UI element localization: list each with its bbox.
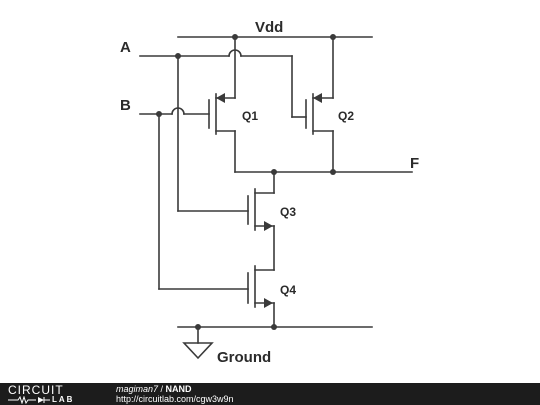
ground-icon <box>182 326 214 360</box>
input-a-label: A <box>120 39 131 56</box>
logo-text-circuit: CIRCUIT <box>8 383 64 397</box>
credit-line: magiman7 / NAND <box>116 384 192 394</box>
vdd-label: Vdd <box>255 19 283 36</box>
input-b-label: B <box>120 97 131 114</box>
author-link[interactable]: magiman7 <box>116 384 159 394</box>
input-a-wire <box>139 49 293 212</box>
junction-dot <box>330 34 336 40</box>
transistor-q3 <box>177 188 275 271</box>
footer-bar: CIRCUIT LAB magiman7 / NAND http://circu… <box>0 383 540 405</box>
logo-text-lab: LAB <box>52 395 75 404</box>
q4-label: Q4 <box>280 283 296 297</box>
q1-label: Q1 <box>242 109 258 123</box>
junction-dot <box>195 324 201 330</box>
q3-label: Q3 <box>280 205 296 219</box>
ground-label: Ground <box>217 349 271 366</box>
output-node <box>234 171 413 194</box>
junction-dot <box>330 169 336 175</box>
logo-waveform-icon <box>8 396 50 404</box>
q2-label: Q2 <box>338 109 354 123</box>
junction-dot <box>232 34 238 40</box>
circuit-url-link[interactable]: http://circuitlab.com/cgw3w9n <box>116 394 234 404</box>
junction-dot <box>271 169 277 175</box>
circuitlab-logo[interactable]: CIRCUIT LAB <box>8 384 92 404</box>
junction-dot <box>156 111 162 117</box>
junction-dot <box>175 53 181 59</box>
output-f-label: F <box>410 155 419 172</box>
transistor-q2 <box>291 36 334 173</box>
transistor-q4 <box>247 265 275 328</box>
input-b-wire <box>139 107 249 290</box>
transistor-q1 <box>208 36 236 173</box>
credit-separator: / <box>158 384 166 394</box>
circuit-title: NAND <box>165 384 192 394</box>
nand-gate-schematic: Vdd A B Q1 Q2 <box>120 19 419 366</box>
junction-dot <box>271 324 277 330</box>
